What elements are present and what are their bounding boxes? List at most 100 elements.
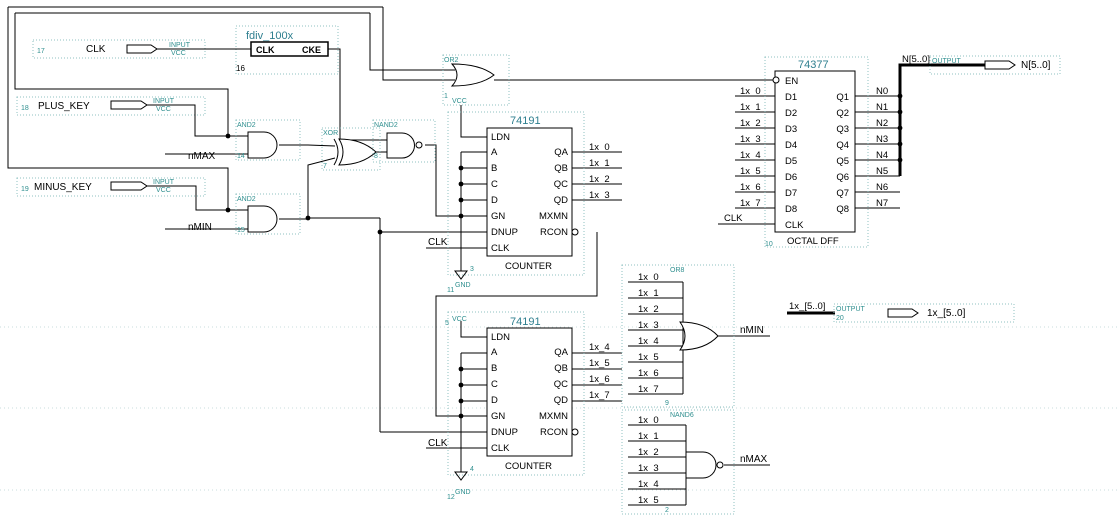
svg-text:1: 1 bbox=[444, 93, 448, 100]
dff-pin-d6: D6 bbox=[785, 172, 797, 183]
and-gate-top[interactable]: AND2 14 bbox=[235, 119, 301, 161]
counter1-caption: COUNTER bbox=[505, 261, 552, 272]
svg-text:10: 10 bbox=[765, 241, 773, 248]
dff-out-0: N0 bbox=[876, 86, 888, 97]
svg-text:15: 15 bbox=[237, 227, 245, 234]
output-x[interactable]: 1x_[5..0] OUTPUT 20 1x_[5..0] bbox=[789, 301, 1015, 323]
counter1-pin-a: A bbox=[491, 147, 498, 158]
dff-pin-d7: D7 bbox=[785, 188, 797, 199]
dff-out-2: N2 bbox=[876, 118, 888, 129]
counter1-pin-gn: GN bbox=[491, 211, 505, 222]
counter1-pin-ldn: LDN bbox=[491, 132, 510, 143]
counter1-pin-mxmn: MXMN bbox=[539, 211, 568, 222]
svg-text:NAND2: NAND2 bbox=[374, 122, 398, 129]
fdiv-block[interactable]: fdiv_100x CLK CKE 16 bbox=[235, 25, 339, 75]
dff-in-3: 1x_3 bbox=[740, 134, 761, 145]
counter2-title: 74191 bbox=[510, 316, 541, 328]
svg-text:GND: GND bbox=[455, 282, 471, 289]
counter2-pin-qc: QC bbox=[554, 379, 568, 390]
nand2-gate[interactable]: NAND2 8 bbox=[372, 119, 436, 163]
counter1-clk-label: CLK bbox=[428, 237, 448, 248]
counter2-pin-clk: CLK bbox=[491, 443, 510, 454]
svg-text:OR8: OR8 bbox=[670, 267, 685, 274]
dff-pin-d5: D5 bbox=[785, 156, 797, 167]
input-plus-key[interactable]: 18 PLUS_KEY INPUT VCC bbox=[16, 96, 206, 116]
counter2[interactable]: VCC 5 74191 LDNABCDGNDNUPCLKQAQBQCQDMXMN… bbox=[445, 311, 610, 501]
counter1[interactable]: 74191 LDNABCDGNDNUPCLKQAQBQCQDMXMNRCON1x… bbox=[447, 111, 610, 294]
counter1-out-0: 1x_0 bbox=[589, 142, 610, 153]
dff-pin-d1: D1 bbox=[785, 92, 797, 103]
nand6-in-5: 1x_5 bbox=[638, 495, 659, 506]
counter1-out-1: 1x_1 bbox=[589, 158, 610, 169]
dff-out-4: N4 bbox=[876, 150, 888, 161]
svg-text:17: 17 bbox=[37, 48, 45, 55]
counter2-pin-a: A bbox=[491, 347, 498, 358]
counter2-pin-qd: QD bbox=[554, 395, 568, 406]
counter2-pin-d: D bbox=[491, 395, 498, 406]
dff-pin-d3: D3 bbox=[785, 124, 797, 135]
counter1-pin-qa: QA bbox=[554, 147, 568, 158]
input-minus-key[interactable]: 19 MINUS_KEY INPUT VCC bbox=[16, 177, 206, 197]
counter2-pin-gn: GN bbox=[491, 411, 505, 422]
output-n-label: N[5..0] bbox=[1021, 60, 1051, 71]
svg-text:19: 19 bbox=[21, 186, 29, 193]
svg-text:3: 3 bbox=[470, 266, 474, 273]
svg-text:VCC: VCC bbox=[452, 316, 467, 323]
wires bbox=[7, 6, 900, 506]
svg-text:9: 9 bbox=[665, 400, 669, 407]
nmin-net-label: nMIN bbox=[740, 325, 764, 336]
dff-pin-q3: Q3 bbox=[836, 124, 849, 135]
nmax-net-label: nMAX bbox=[740, 454, 768, 465]
nand6-in-1: 1x_1 bbox=[638, 431, 659, 442]
counter2-pin-dnup: DNUP bbox=[491, 427, 518, 438]
nmin-input-label: nMIN bbox=[188, 222, 212, 233]
or8-in-2: 1x_2 bbox=[638, 304, 659, 315]
svg-text:8: 8 bbox=[374, 153, 378, 160]
counter1-pin-qb: QB bbox=[554, 163, 568, 174]
svg-text:VCC: VCC bbox=[452, 98, 467, 105]
dff-pin-d2: D2 bbox=[785, 108, 797, 119]
svg-text:INPUT: INPUT bbox=[169, 42, 191, 49]
counter1-pin-clk: CLK bbox=[491, 243, 510, 254]
nand6-gate[interactable]: NAND6 1x_01x_11x_21x_31x_41x_5 2 bbox=[621, 409, 735, 515]
svg-text:AND2: AND2 bbox=[237, 122, 256, 129]
counter1-out-3: 1x_3 bbox=[589, 190, 610, 201]
svg-text:VCC: VCC bbox=[156, 187, 171, 194]
counter1-rcon-bubble bbox=[571, 228, 579, 236]
dff-pin-en: EN bbox=[785, 76, 798, 87]
output-n[interactable]: N[5..0] OUTPUT N[5..0] bbox=[902, 54, 1061, 75]
dff-out-5: N5 bbox=[876, 166, 888, 177]
counter2-pin-qb: QB bbox=[554, 363, 568, 374]
svg-text:AND2: AND2 bbox=[237, 196, 256, 203]
svg-text:OR2: OR2 bbox=[444, 57, 459, 64]
dff-pin-q2: Q2 bbox=[836, 108, 849, 119]
or8-gate[interactable]: OR8 1x_01x_11x_21x_31x_41x_51x_61x_7 9 bbox=[621, 264, 735, 408]
and-gate-bottom[interactable]: AND2 15 bbox=[235, 193, 301, 235]
octal-dff[interactable]: 74377 END1D2D3D4D5D6D7D8CLKQ1Q2Q3Q4Q5Q6Q… bbox=[724, 56, 888, 248]
svg-text:XOR: XOR bbox=[323, 130, 338, 137]
counter1-pin-b: B bbox=[491, 163, 497, 174]
svg-text:18: 18 bbox=[21, 105, 29, 112]
fdiv-title: fdiv_100x bbox=[246, 30, 294, 42]
counter1-pin-d: D bbox=[491, 195, 498, 206]
svg-text:11: 11 bbox=[447, 287, 454, 294]
xor-gate[interactable]: XOR 7 bbox=[321, 127, 381, 171]
input-plus-key-label: PLUS_KEY bbox=[38, 101, 90, 112]
counter2-out-3: 1x_7 bbox=[589, 390, 610, 401]
dff-in-4: 1x_4 bbox=[740, 150, 761, 161]
nmax-input-label: nMAX bbox=[188, 151, 216, 162]
dff-pin-q4: Q4 bbox=[836, 140, 849, 151]
dff-pin-d8: D8 bbox=[785, 204, 797, 215]
dff-caption: OCTAL DFF bbox=[787, 236, 839, 247]
svg-text:INPUT: INPUT bbox=[153, 98, 175, 105]
or8-in-7: 1x_7 bbox=[638, 384, 659, 395]
counter2-pin-mxmn: MXMN bbox=[539, 411, 568, 422]
svg-text:CLK: CLK bbox=[724, 213, 743, 224]
counter1-pin-dnup: DNUP bbox=[491, 227, 518, 238]
or2-gate[interactable]: OR2 VCC 1 bbox=[442, 54, 510, 106]
or8-in-3: 1x_3 bbox=[638, 320, 659, 331]
counter2-rcon-bubble bbox=[571, 428, 579, 436]
dff-in-6: 1x_6 bbox=[740, 182, 761, 193]
